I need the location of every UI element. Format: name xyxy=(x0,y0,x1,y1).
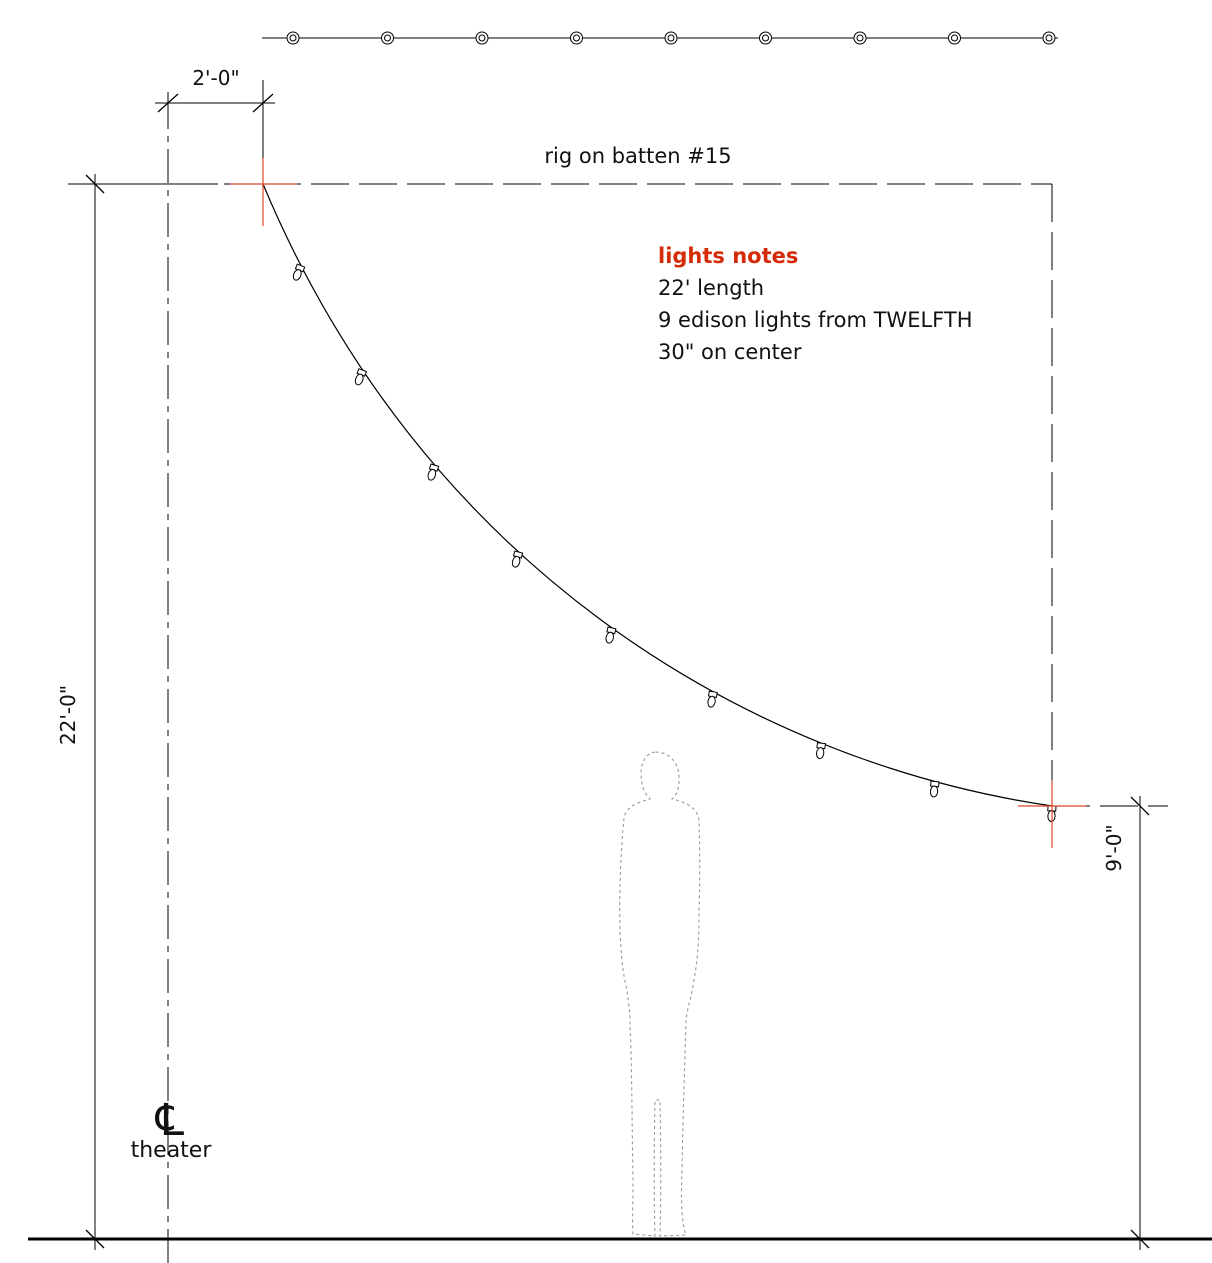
edison-light-icon xyxy=(707,690,718,708)
plan-bulb-icon xyxy=(759,31,772,45)
low-height-label: 9'-0" xyxy=(1102,824,1126,871)
edison-light-icon xyxy=(816,742,827,760)
light-string-curve xyxy=(262,183,1053,807)
plan-bulb-icon xyxy=(475,31,489,45)
total-height-dimension: 22'-0" xyxy=(56,174,105,1250)
edison-light-icon xyxy=(511,550,524,568)
rig-point-top xyxy=(230,158,297,226)
centerline-label: theater xyxy=(131,1138,213,1163)
edison-light-icon xyxy=(292,263,306,281)
edison-light-icon xyxy=(427,463,440,481)
edison-light-icon xyxy=(605,626,617,644)
lights-notes: lights notes 22' length 9 edison lights … xyxy=(658,244,973,364)
plan-bulb-icon xyxy=(853,31,867,45)
edison-light-icon xyxy=(354,368,368,386)
plan-bulb-icon xyxy=(948,31,961,45)
centerline-symbol: ℄ xyxy=(155,1095,185,1146)
rig-label: rig on batten #15 xyxy=(544,144,731,168)
human-scale-figure xyxy=(619,751,701,1237)
offset-dimension: 2'-0" xyxy=(155,66,275,160)
plan-bulb-icon xyxy=(286,31,300,45)
notes-line-length: 22' length xyxy=(658,276,764,300)
plan-bulb-icon xyxy=(381,31,394,45)
offset-dimension-label: 2'-0" xyxy=(192,66,239,90)
notes-line-spacing: 30" on center xyxy=(658,340,802,364)
edison-light-icon xyxy=(929,780,940,798)
notes-line-count: 9 edison lights from TWELFTH xyxy=(658,308,973,332)
notes-title: lights notes xyxy=(658,244,798,268)
total-height-label: 22'-0" xyxy=(56,685,80,745)
batten-outline: rig on batten #15 xyxy=(68,144,1168,807)
low-height-dimension: 9'-0" xyxy=(1102,796,1150,1250)
plan-bulb-icon xyxy=(1042,31,1056,45)
plan-bulb-icon xyxy=(664,31,678,45)
rig-point-low xyxy=(1018,780,1086,848)
centerline-tag: ℄ theater xyxy=(131,1095,213,1163)
plan-bulb-icon xyxy=(570,31,583,45)
plan-view-light-string xyxy=(262,31,1058,45)
